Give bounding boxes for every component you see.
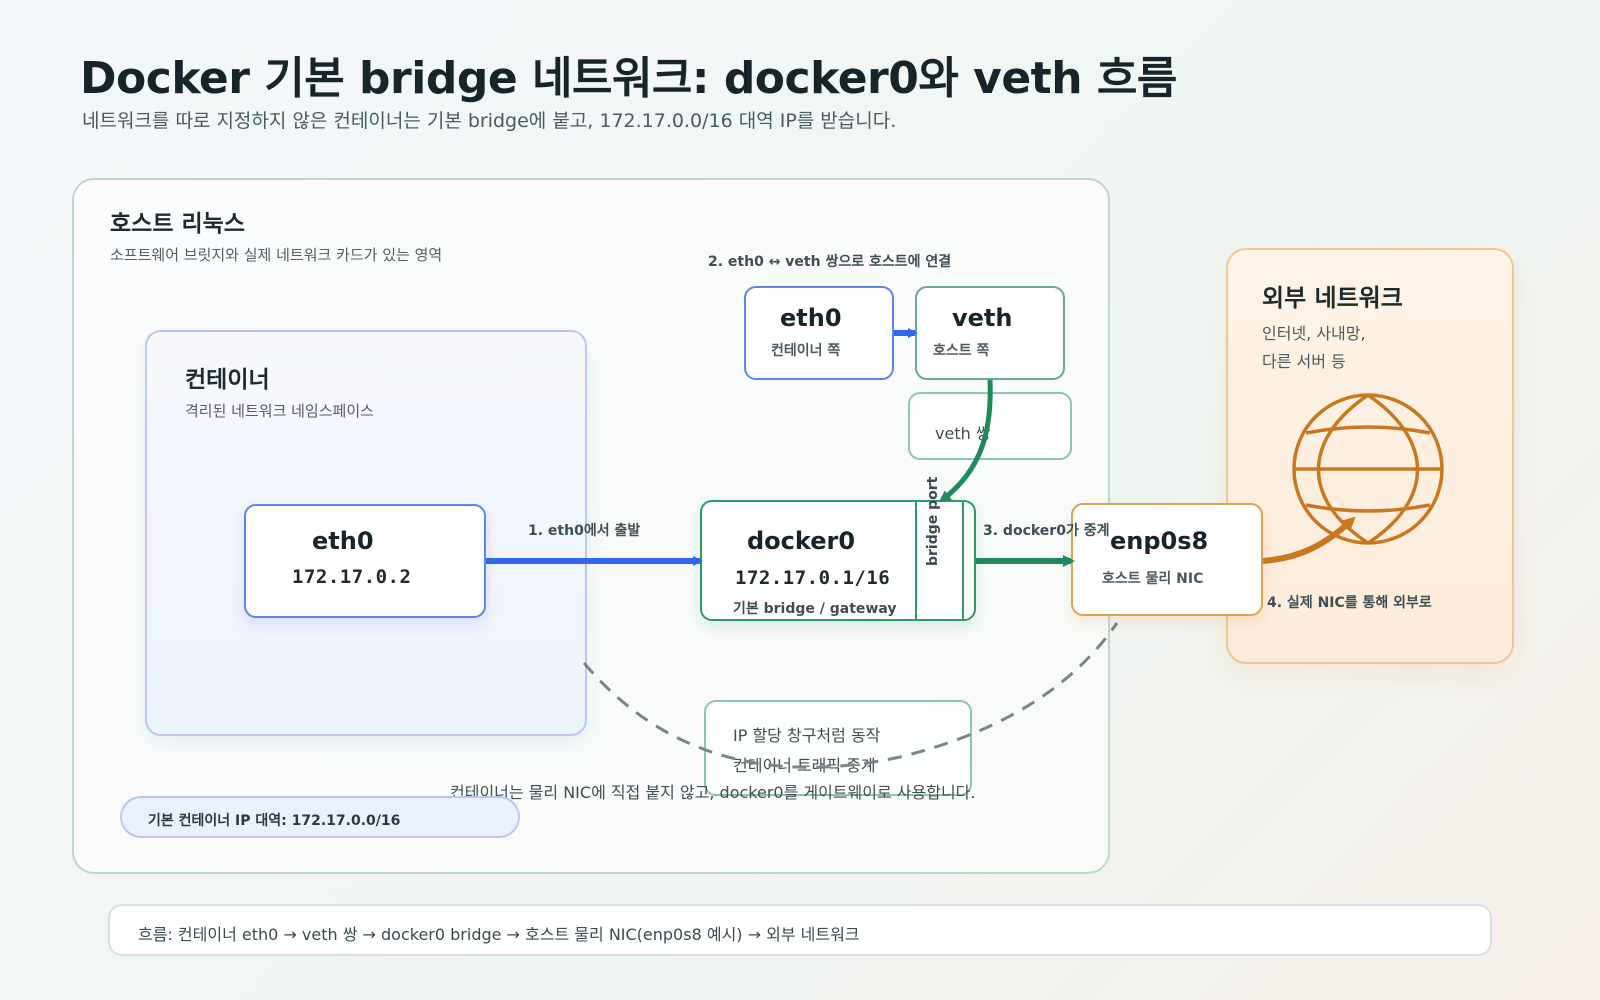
nic-description: 호스트 물리 NIC: [1102, 571, 1204, 587]
nic-enp0s8-box: [1071, 503, 1263, 616]
ip-assignment-note: [704, 700, 972, 796]
edge-label-step3: 3. docker0가 중계: [983, 523, 1110, 539]
container-title: 컨테이너: [185, 367, 270, 393]
bridge-port-divider: [915, 502, 917, 619]
container-eth0-name: eth0: [312, 527, 374, 555]
veth-pair-caption: 2. eth0 ↔ veth 쌍으로 호스트에 연결: [708, 254, 952, 270]
external-line: 다른 서버 등: [1262, 352, 1346, 371]
ip-note-line: 컨테이너 트래픽 중계: [733, 756, 876, 775]
container-eth0-ip: 172.17.0.2: [292, 566, 412, 588]
veth-host-name: veth: [952, 304, 1013, 332]
docker0-name: docker0: [747, 527, 856, 555]
external-description: 인터넷, 사내망, 다른 서버 등: [1262, 320, 1366, 376]
cidr-note-text: 기본 컨테이너 IP 대역: 172.17.0.0/16: [148, 813, 401, 829]
container-eth0-box: [244, 504, 486, 618]
edge-label-step1: 1. eth0에서 출발: [528, 523, 641, 539]
host-bottom-note: 컨테이너는 물리 NIC에 직접 붙지 않고, docker0를 게이트웨이로 …: [450, 783, 976, 802]
page-title: Docker 기본 bridge 네트워크: docker0와 veth 흐름: [80, 53, 1177, 104]
external-title: 외부 네트워크: [1262, 284, 1403, 312]
bridge-port-divider: [962, 502, 964, 619]
veth-pair-label: veth 쌍: [935, 424, 991, 443]
edge-label-step4: 4. 실제 NIC를 통해 외부로: [1267, 595, 1432, 611]
veth-eth0-name: eth0: [780, 304, 842, 332]
cidr-note-pill: [120, 796, 520, 838]
veth-eth0-box: [744, 286, 894, 380]
flow-summary-box: [108, 904, 1492, 956]
globe-icon: [1292, 393, 1444, 545]
docker0-description: 기본 bridge / gateway: [733, 601, 897, 617]
docker0-bridge-box: [700, 500, 976, 621]
veth-host-side: 호스트 쪽: [933, 343, 990, 359]
docker0-ip: 172.17.0.1/16: [735, 567, 891, 589]
page-subtitle: 네트워크를 따로 지정하지 않은 컨테이너는 기본 bridge에 붙고, 17…: [82, 110, 897, 132]
container-subtitle: 격리된 네트워크 네임스페이스: [185, 402, 374, 420]
arrow-veth-to-bridge-port: [938, 379, 993, 503]
arrow-nic-to-external: [1262, 516, 1356, 564]
flow-summary-text: 흐름: 컨테이너 eth0 → veth 쌍 → docker0 bridge …: [138, 925, 860, 944]
external-network-panel: [1226, 248, 1514, 664]
external-line: 인터넷, 사내망,: [1262, 324, 1366, 343]
nic-name: enp0s8: [1110, 527, 1209, 555]
host-title: 호스트 리눅스: [110, 211, 245, 237]
host-subtitle: 소프트웨어 브릿지와 실제 네트워크 카드가 있는 영역: [110, 246, 443, 264]
dashed-gateway-arc: [582, 622, 1119, 769]
ip-note-line: IP 할당 창구처럼 동작: [733, 726, 881, 745]
veth-eth0-side: 컨테이너 쪽: [771, 343, 841, 359]
